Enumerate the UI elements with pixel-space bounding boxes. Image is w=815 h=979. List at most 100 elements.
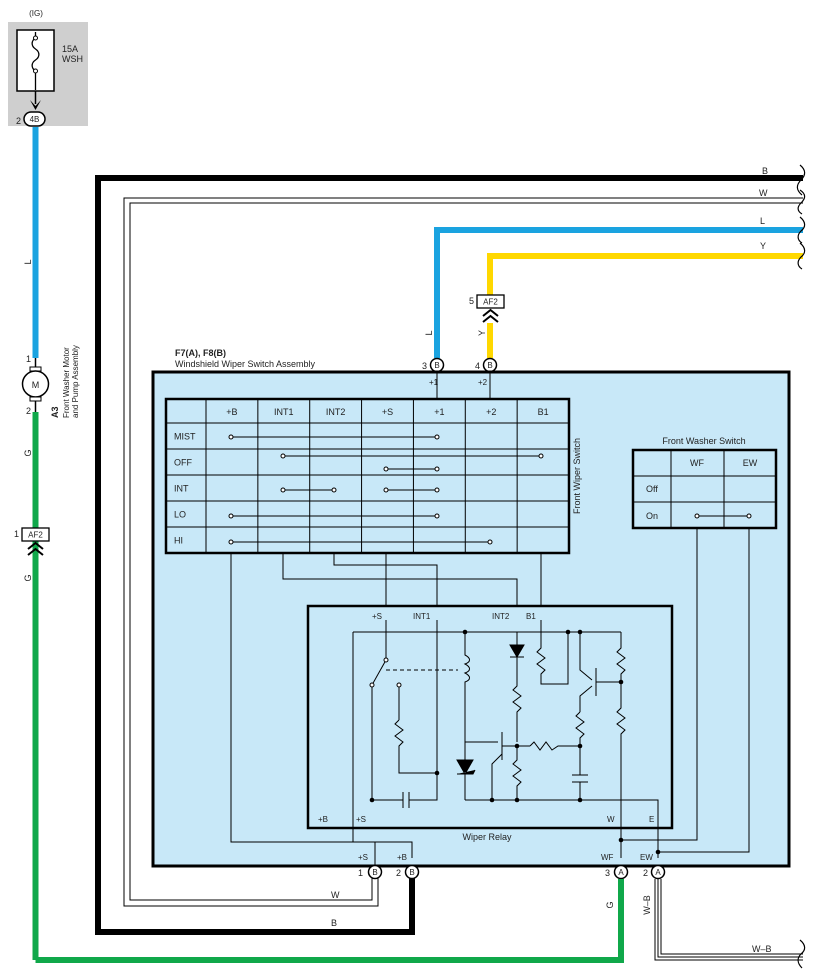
wire-white-inner [129,202,803,901]
relay-bottom-label-plusS: +S [356,815,366,824]
contact-dot [228,539,234,545]
relay-top-label-int1: INT1 [413,612,431,621]
junction-dot [577,743,583,749]
relay-resistor-5-icon [536,620,569,685]
front-washer-switch-table: Front Washer Switch WF EW Off On [631,436,778,530]
motor-name-line1: Front Washer Motor [62,347,71,418]
relay-resistor-4-icon [512,746,522,800]
bottom-pin-plusB: +B 2 B [396,853,420,880]
wiper-table-grid [166,399,569,553]
top-pin-conn-letter: B [487,361,492,370]
wire-wf-internal [620,528,698,858]
washer-col-ew: EW [743,458,758,468]
bottom-pin-conn-letter: A [655,868,661,877]
wire-label-left-G-upper: G [23,449,33,456]
top-connector-label: AF2 [483,298,498,307]
relay-switch-contact [396,682,402,688]
wiper-row-label: MIST [174,432,196,442]
motor-brush-bottom [29,396,42,402]
bottom-pin-connector [650,864,666,880]
wire-yellow-top [487,253,803,296]
relay-capacitor-icon [398,773,438,808]
wire-white-outer [123,197,803,907]
fuse-name: WSH [62,54,83,64]
assembly-code: F7(A), F8(B) [175,348,226,358]
washer-motor: 1 M 2 A3 Front Washer Motor and Pump Ass… [21,345,80,418]
fuse-pin-number: 2 [16,116,21,126]
wire-label-right-Y: Y [760,241,766,251]
contact-dot [383,466,389,472]
wire-wb-line-3 [660,879,803,955]
bottom-pin-number: 1 [358,868,363,878]
contact-dot [538,453,544,459]
wire-label-top-L: L [424,330,434,335]
wire-label-bottom-WB-vertical: W–B [642,895,652,915]
contact-dot [228,513,234,519]
wire-wb-line-2 [657,879,803,958]
fuse-terminal-bottom [33,68,38,74]
bottom-pin-conn-letter: B [372,868,377,877]
break-mark-Y [797,242,806,270]
bottom-wires: G W–B W–B [35,879,803,963]
wire-label-bottom-WB-right: W–B [752,944,772,954]
left-connector-badge [21,527,50,542]
top-pin-label-1: +1 [429,378,439,387]
contact-dot [331,487,337,493]
junction-dot [577,629,583,635]
fuse-rating: 15A [62,44,78,54]
wiper-col-header: +S [382,407,393,417]
contact-dot [487,539,493,545]
wiper-col-header: +B [226,407,237,417]
harness-loops: B W W B [95,166,803,935]
fuse-block: (IG) 15A WSH 2 4B [8,9,88,127]
junction-dot [514,797,520,803]
bottom-pin-number: 3 [605,868,610,878]
wiper-row-label: LO [174,510,186,520]
top-connector-pin: 5 [469,296,474,306]
bottom-pin-number: 2 [643,868,648,878]
top-connector-chevron-icon [482,308,499,323]
contact-dot [434,513,440,519]
bottom-pin-label: EW [640,853,653,862]
wire-label-top-Y: Y [477,330,487,336]
relay-top-label-b1: B1 [526,612,536,621]
wiper-row-label: INT [174,484,189,494]
wire-break-marks [796,164,806,969]
wire-label-bottom-B: B [331,918,337,928]
bottom-pin-connector [404,864,420,880]
motor-pin-bottom: 2 [26,406,31,416]
junction-dot [489,797,495,803]
junction-dot [434,770,440,776]
ig-label: (IG) [29,9,43,18]
washer-table-frame [631,448,778,530]
washer-row-off: Off [646,484,658,494]
bottom-pin-plusS: +S 1 B [358,853,383,880]
fuse-connector-arrow-icon [30,100,41,110]
assembly-name: Windshield Wiper Switch Assembly [175,359,316,369]
relay-circuit [352,620,659,858]
break-mark-B [796,164,806,196]
junction-dot [618,837,624,843]
contact-dot [434,434,440,440]
motor-code: A3 [50,406,60,418]
wire-wb-line-1 [654,879,803,961]
relay-top-label-int2: INT2 [492,612,510,621]
washer-col-wf: WF [690,458,704,468]
relay-bottom-label-e: E [649,815,654,824]
bottom-pin-wf: WF 3 A [601,853,629,880]
wiper-col-header: B1 [538,407,549,417]
wiper-col-header: +1 [434,407,444,417]
assembly-top-pin-2: 4 B [475,357,498,373]
wiper-row-label: OFF [174,458,192,468]
wiper-row-label: HI [174,536,183,546]
assembly-top-pin-1: 3 B [422,357,445,373]
wiper-relay: Wiper Relay +S INT1 INT2 B1 +B +S W E [306,604,674,858]
contact-dot [280,487,286,493]
junction-dot [462,629,468,635]
wiper-switch-title: Front Wiper Switch [572,438,582,514]
top-wires: L Y L Y 5 AF2 [424,216,803,358]
relay-bottom-label-plusB: +B [318,815,328,824]
motor-name-line2: and Pump Assembly [71,345,80,418]
relay-switch-contact [383,657,389,663]
